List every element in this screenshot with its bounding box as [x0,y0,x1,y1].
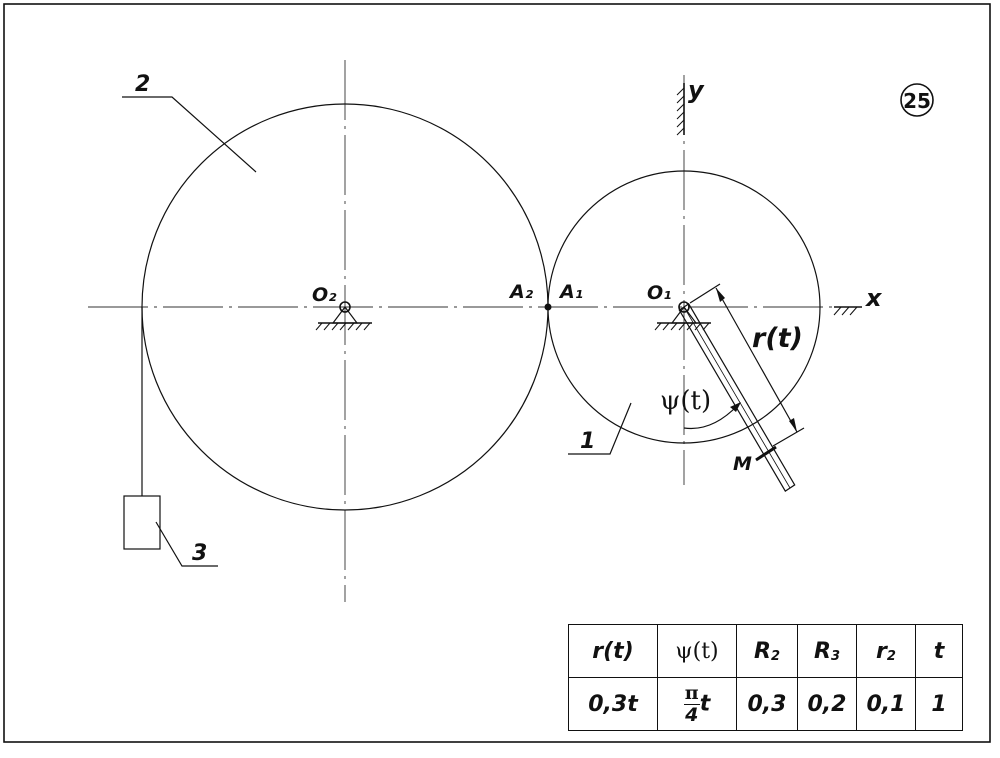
x-axis-hatching [833,306,862,316]
psi-arc [683,402,741,430]
variant-number: 25 [903,89,931,113]
contact-point [544,303,552,311]
r-dimension [689,283,805,447]
value-r2-small: 0,1 [856,677,916,731]
leader-2 [122,96,257,173]
parameter-table: r(t) ψ(t) R2 R3 r2 t 0,3t π 4 t 0,3 0,2 … [568,624,963,731]
label-r-t: r(t) [752,323,803,354]
leader-3 [155,521,218,567]
header-r2-small: r2 [856,624,916,678]
support-o2 [315,301,372,331]
label-wheel-2: 2 [135,72,150,97]
label-axis-y: y [688,76,705,104]
slotted-rod [678,301,796,492]
table-value-row: 0,3t π 4 t 0,3 0,2 0,1 1 [568,677,963,731]
value-t: 1 [915,677,963,731]
header-r2-big: R2 [736,624,798,678]
load-3 [123,495,161,550]
label-wheel-1: 1 [580,429,595,454]
sheet-border [3,3,991,743]
point-m [755,445,777,462]
label-psi-t: ψ(t) [660,386,711,416]
psi-fraction: π 4 [683,681,700,726]
header-r-t: r(t) [568,624,658,678]
value-r2-big: 0,3 [736,677,798,731]
label-point-m: M [733,453,752,475]
header-psi-t: ψ(t) [657,624,737,678]
value-psi-t: π 4 t [657,677,737,731]
label-o2: O₂ [312,284,337,306]
variant-badge [900,83,934,117]
support-o1 [654,306,711,331]
label-load-3: 3 [192,541,207,566]
header-r3-big: R3 [797,624,857,678]
label-a2: A₂ [508,281,534,303]
table-header-row: r(t) ψ(t) R2 R3 r2 t [568,624,963,678]
value-r3-big: 0,2 [797,677,857,731]
header-t: t [915,624,963,678]
label-o1: O₁ [647,282,671,304]
y-axis-hatching [676,83,685,136]
label-axis-x: x [865,284,883,312]
label-a1: A₁ [558,281,583,303]
leader-1 [568,402,632,455]
value-r-t: 0,3t [568,677,658,731]
